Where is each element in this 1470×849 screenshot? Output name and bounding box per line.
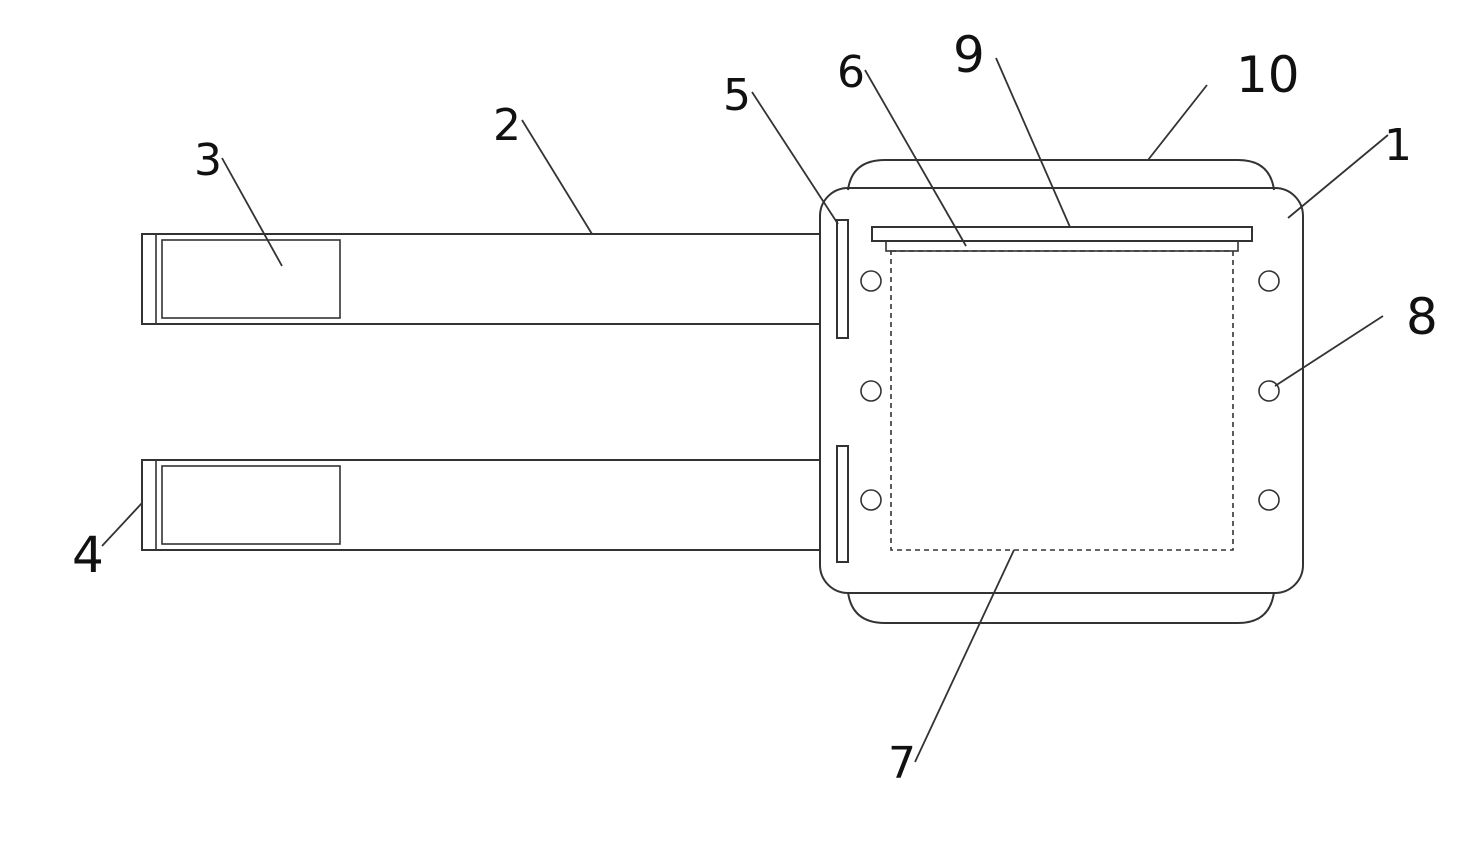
upper-arm-pad — [161, 239, 341, 319]
housing-bottom-cap — [847, 591, 1275, 624]
leader-4 — [101, 502, 143, 547]
hole — [860, 270, 882, 292]
upper-arm-group — [141, 233, 821, 325]
leader-lines — [101, 57, 1389, 763]
leader-3 — [221, 157, 283, 267]
dashed-inner-region — [890, 250, 1234, 551]
label-8: 8 — [1406, 288, 1438, 346]
leader-5 — [751, 91, 839, 225]
upper-mount-strip — [836, 219, 849, 339]
leader-2 — [521, 119, 593, 235]
label-10: 10 — [1236, 46, 1300, 104]
leader-10 — [1147, 84, 1208, 161]
housing-body — [819, 187, 1304, 594]
lower-arm — [141, 459, 821, 551]
label-9: 9 — [953, 26, 985, 84]
label-5: 5 — [723, 70, 751, 121]
leader-1 — [1287, 134, 1389, 219]
leader-7 — [914, 549, 1015, 763]
label-6: 6 — [837, 47, 865, 98]
label-1: 1 — [1384, 120, 1412, 171]
leader-8 — [1274, 315, 1384, 387]
holes-group — [860, 270, 1280, 511]
hole — [860, 380, 882, 402]
hole — [1258, 489, 1280, 511]
housing-top-cap — [847, 159, 1275, 191]
top-rail — [871, 226, 1253, 242]
label-7: 7 — [888, 738, 916, 789]
hole — [1258, 380, 1280, 402]
hole — [1258, 270, 1280, 292]
label-2: 2 — [493, 100, 521, 151]
label-4: 4 — [72, 526, 104, 584]
lower-arm-group — [141, 459, 821, 551]
housing-group — [819, 159, 1304, 624]
lower-mount-strip — [836, 445, 849, 563]
lower-arm-pad — [161, 465, 341, 545]
leader-6 — [864, 69, 967, 247]
sub-rail — [885, 240, 1239, 252]
upper-arm — [141, 233, 821, 325]
label-3: 3 — [194, 135, 222, 186]
callout-labels: 1 2 3 4 5 6 7 8 9 10 — [72, 26, 1438, 789]
leader-9 — [995, 57, 1071, 228]
hole — [860, 489, 882, 511]
